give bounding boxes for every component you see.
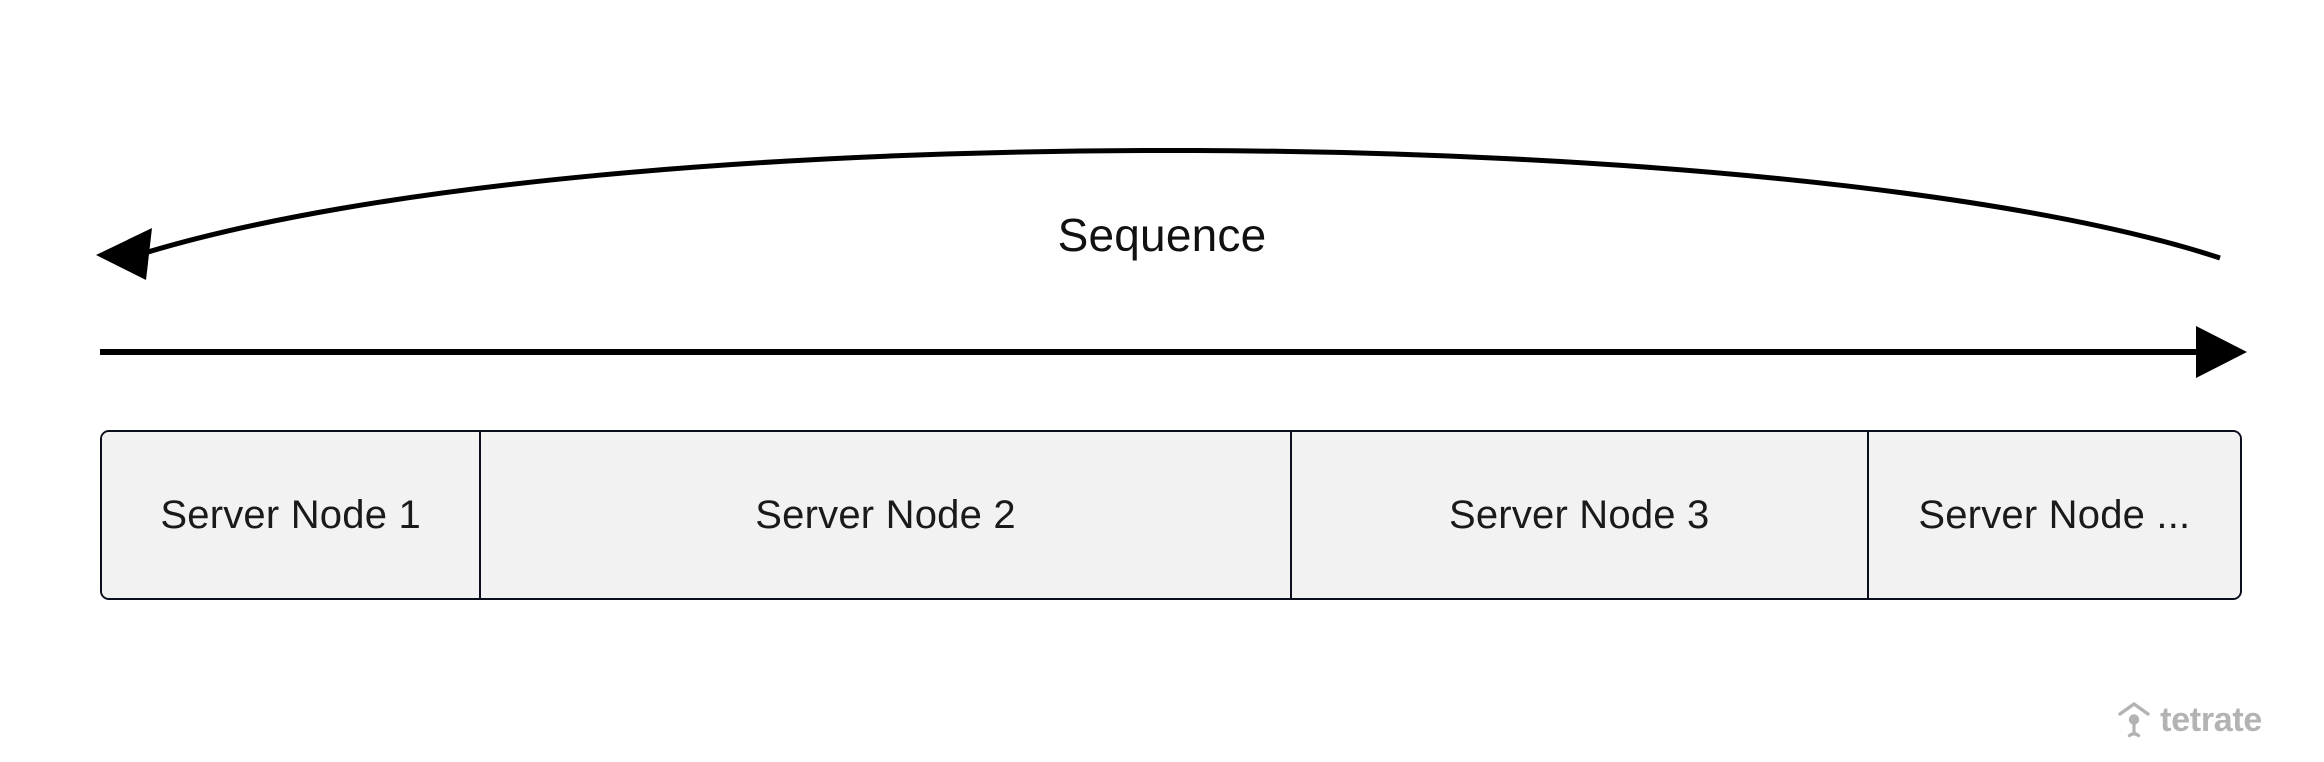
server-node-cell-4[interactable]: Server Node ... <box>1868 432 2240 598</box>
server-node-strip: Server Node 1 Server Node 2 Server Node … <box>100 430 2242 600</box>
tetrate-wordmark: tetrate <box>2160 701 2262 739</box>
server-node-label-3: Server Node 3 <box>1448 492 1710 537</box>
sequence-arc-label: Sequence <box>1057 209 1267 261</box>
server-node-cell-2[interactable]: Server Node 2 <box>481 432 1292 598</box>
server-node-cell-3[interactable]: Server Node 3 <box>1291 432 1869 598</box>
server-node-label-1: Server Node 1 <box>160 492 421 537</box>
server-node-label-2: Server Node 2 <box>755 492 1016 537</box>
server-node-cell-1[interactable]: Server Node 1 <box>102 432 482 598</box>
tetrate-logo-icon <box>2118 702 2150 738</box>
server-node-label-4: Server Node ... <box>1918 492 2191 537</box>
tetrate-watermark: tetrate <box>2117 702 2262 738</box>
sequence-axis-arrowhead-icon <box>2196 326 2247 378</box>
